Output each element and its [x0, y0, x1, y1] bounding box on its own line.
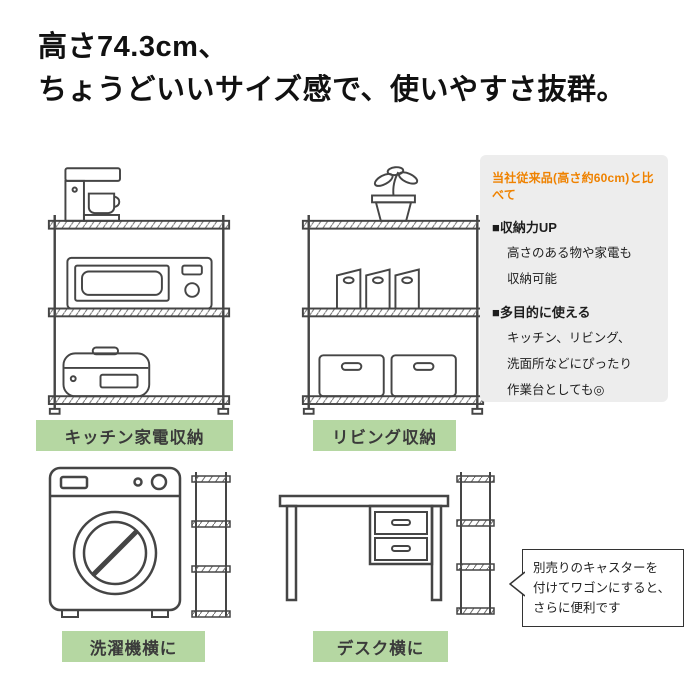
coffee-maker-icon — [64, 167, 121, 222]
section-heading: ■収納力UP — [492, 220, 557, 235]
callout-line: 付けてワゴンにすると、 — [533, 581, 671, 595]
rice-cooker-icon — [62, 346, 151, 398]
bubble-tail-icon — [509, 571, 525, 597]
kitchen-rack-illustration — [44, 166, 234, 415]
storage-boxes-icon — [318, 354, 457, 398]
page-title-line1: 高さ74.3cm、 — [38, 31, 228, 63]
file-boxes-icon — [336, 268, 420, 309]
slim-rack-icon — [456, 472, 495, 615]
comparison-title: 当社従来品(高さ約60cm)と比べて — [492, 171, 654, 202]
desk-illustration — [278, 468, 496, 618]
comparison-section-multiuse: ■多目的に使える キッチン、リビング、 洗面所などにぴったり 作業台としても◎ — [492, 300, 656, 403]
potted-plant-icon — [371, 166, 419, 222]
living-rack-illustration — [298, 166, 488, 415]
caster-callout-bubble: 別売りのキャスターを 付けてワゴンにすると、 さらに便利です — [509, 549, 684, 627]
slim-rack-icon — [191, 472, 231, 618]
section-line: 収納可能 — [507, 271, 558, 286]
comparison-info-box: 当社従来品(高さ約60cm)と比べて ■収納力UP 高さのある物や家電も 収納可… — [480, 155, 668, 402]
section-line: 高さのある物や家電も — [507, 246, 633, 260]
page-title: 高さ74.3cm、 ちょうどいいサイズ感で、使いやすさ抜群。 — [38, 26, 626, 111]
label-next-to-desk: デスク横に — [313, 631, 448, 662]
callout-line: さらに便利です — [533, 601, 621, 615]
comparison-section-storage: ■収納力UP 高さのある物や家電も 収納可能 — [492, 215, 656, 292]
desk-icon — [278, 494, 450, 602]
laundry-illustration — [46, 464, 231, 624]
kitchen-rack-icon — [47, 167, 231, 415]
section-line: 作業台としても◎ — [507, 382, 605, 397]
callout-line: 別売りのキャスターを — [533, 561, 659, 575]
page-title-line2: ちょうどいいサイズ感で、使いやすさ抜群。 — [38, 73, 626, 106]
label-living-storage: リビング収納 — [313, 420, 456, 451]
microwave-icon — [66, 256, 213, 310]
washing-machine-scene-icon — [48, 466, 231, 618]
section-heading: ■多目的に使える — [492, 305, 591, 321]
section-line: 洗面所などにぴったり — [507, 356, 633, 371]
label-next-to-washer: 洗濯機横に — [62, 631, 205, 662]
washing-machine-icon — [48, 466, 182, 618]
wire-rack-icon — [47, 214, 231, 415]
section-line: キッチン、リビング、 — [507, 331, 631, 346]
label-kitchen-appliance-storage: キッチン家電収納 — [36, 420, 233, 451]
desk-scene-icon — [278, 472, 495, 615]
living-rack-icon — [301, 166, 485, 415]
